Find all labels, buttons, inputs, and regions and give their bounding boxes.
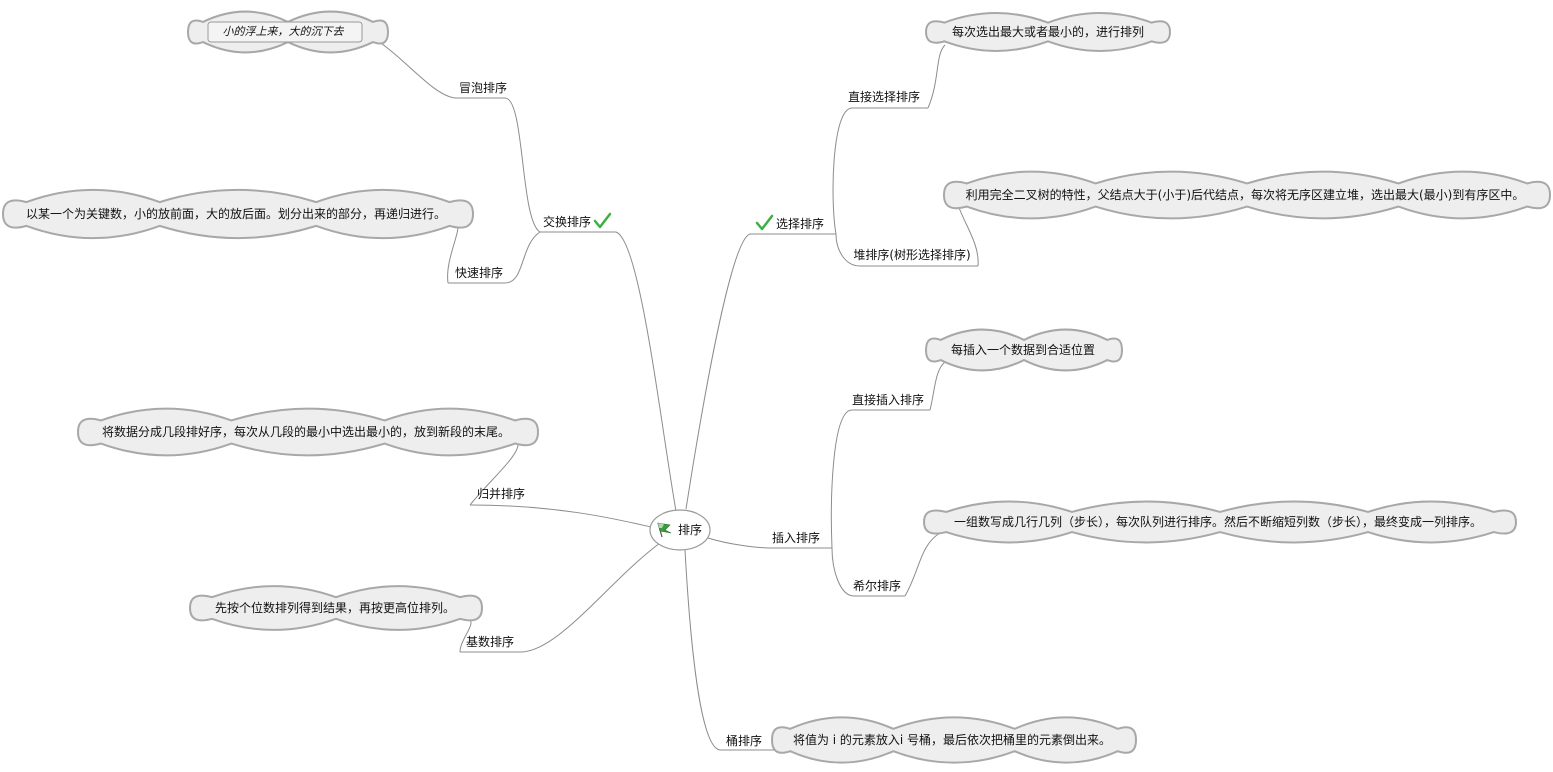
root-label[interactable]: 排序 (677, 523, 703, 537)
connector-line (830, 409, 930, 549)
connector-line (460, 542, 661, 653)
cloud-shape (924, 328, 1124, 372)
note-quick-sort: 以某一个为关键数，小的放前面，大的放后面。划分出来的部分，再递归进行。 (25, 207, 447, 221)
topic-bucket-sort[interactable]: 桶排序 (725, 734, 763, 748)
cloud-callouts (1, 10, 1552, 764)
connector-line (469, 504, 652, 528)
cloud-shape (1, 188, 475, 240)
topic-shell-sort[interactable]: 希尔排序 (852, 579, 902, 593)
topic-quick-sort[interactable]: 快速排序 (454, 266, 504, 280)
topic-radix-sort[interactable]: 基数排序 (465, 635, 515, 649)
connector-line (448, 231, 541, 284)
connector-line (459, 619, 472, 653)
connector-line (831, 547, 905, 597)
connector-line (957, 204, 979, 267)
cloud-shape (942, 170, 1552, 220)
connector-line (927, 44, 946, 109)
topic-selection-sort[interactable]: 选择排序 (775, 217, 825, 231)
connector-line (685, 233, 836, 510)
cloud-shape (188, 585, 484, 631)
connector-line (455, 97, 541, 233)
topic-direct-selection-sort[interactable]: 直接选择排序 (847, 90, 921, 104)
connector-line (707, 537, 832, 549)
topic-merge-sort[interactable]: 归并排序 (476, 487, 526, 501)
connector-lines (359, 29, 979, 751)
connector-line (684, 549, 775, 751)
topic-bubble-sort[interactable]: 冒泡排序 (458, 81, 508, 95)
check-icon (755, 214, 774, 231)
root-node-shape (649, 509, 711, 551)
cloud-shape (76, 407, 540, 457)
cloud-shape (922, 500, 1518, 544)
connector-line (835, 233, 978, 267)
topic-heap-sort[interactable]: 堆排序(树形选择排序) (853, 248, 971, 262)
note-heap-sort: 利用完全二叉树的特性，父结点大于(小于)后代结点，每次将无序区建立堆，选出最大(… (965, 188, 1525, 202)
note-bubble-sort: 小的浮上来，大的沉下去 (222, 25, 344, 38)
topic-exchange-sort[interactable]: 交换排序 (542, 215, 592, 229)
note-radix-sort: 先按个位数排列得到结果，再按更高位排列。 (214, 601, 456, 615)
note-merge-sort: 将数据分成几段排好序，每次从几段的最小中选出最小的，放到新段的末尾。 (101, 425, 511, 439)
connector-line (832, 107, 928, 235)
topic-insertion-sort[interactable]: 插入排序 (771, 531, 821, 545)
note-bucket-sort: 将值为 i 的元素放入i 号桶，最后依次把桶里的元素倒出来。 (792, 733, 1112, 747)
topic-direct-insertion-sort[interactable]: 直接插入排序 (851, 393, 925, 407)
note-direct-selection-sort: 每次选出最大或者最小的，进行排列 (951, 25, 1145, 39)
check-icon (593, 212, 612, 229)
connector-line (904, 532, 941, 597)
note-direct-insertion-sort: 每插入一个数据到合适位置 (950, 343, 1096, 357)
cloud-shape (924, 12, 1172, 52)
note-box (207, 21, 363, 43)
cloud-shape (770, 716, 1138, 764)
note-shell-sort: 一组数写成几行几列（步长），每次队列进行排序。然后不断缩短列数（步长），最终变成… (953, 515, 1483, 529)
connector-line (469, 442, 519, 506)
connector-line (929, 361, 946, 411)
connector-line (540, 231, 677, 512)
flag-icon (657, 522, 672, 538)
